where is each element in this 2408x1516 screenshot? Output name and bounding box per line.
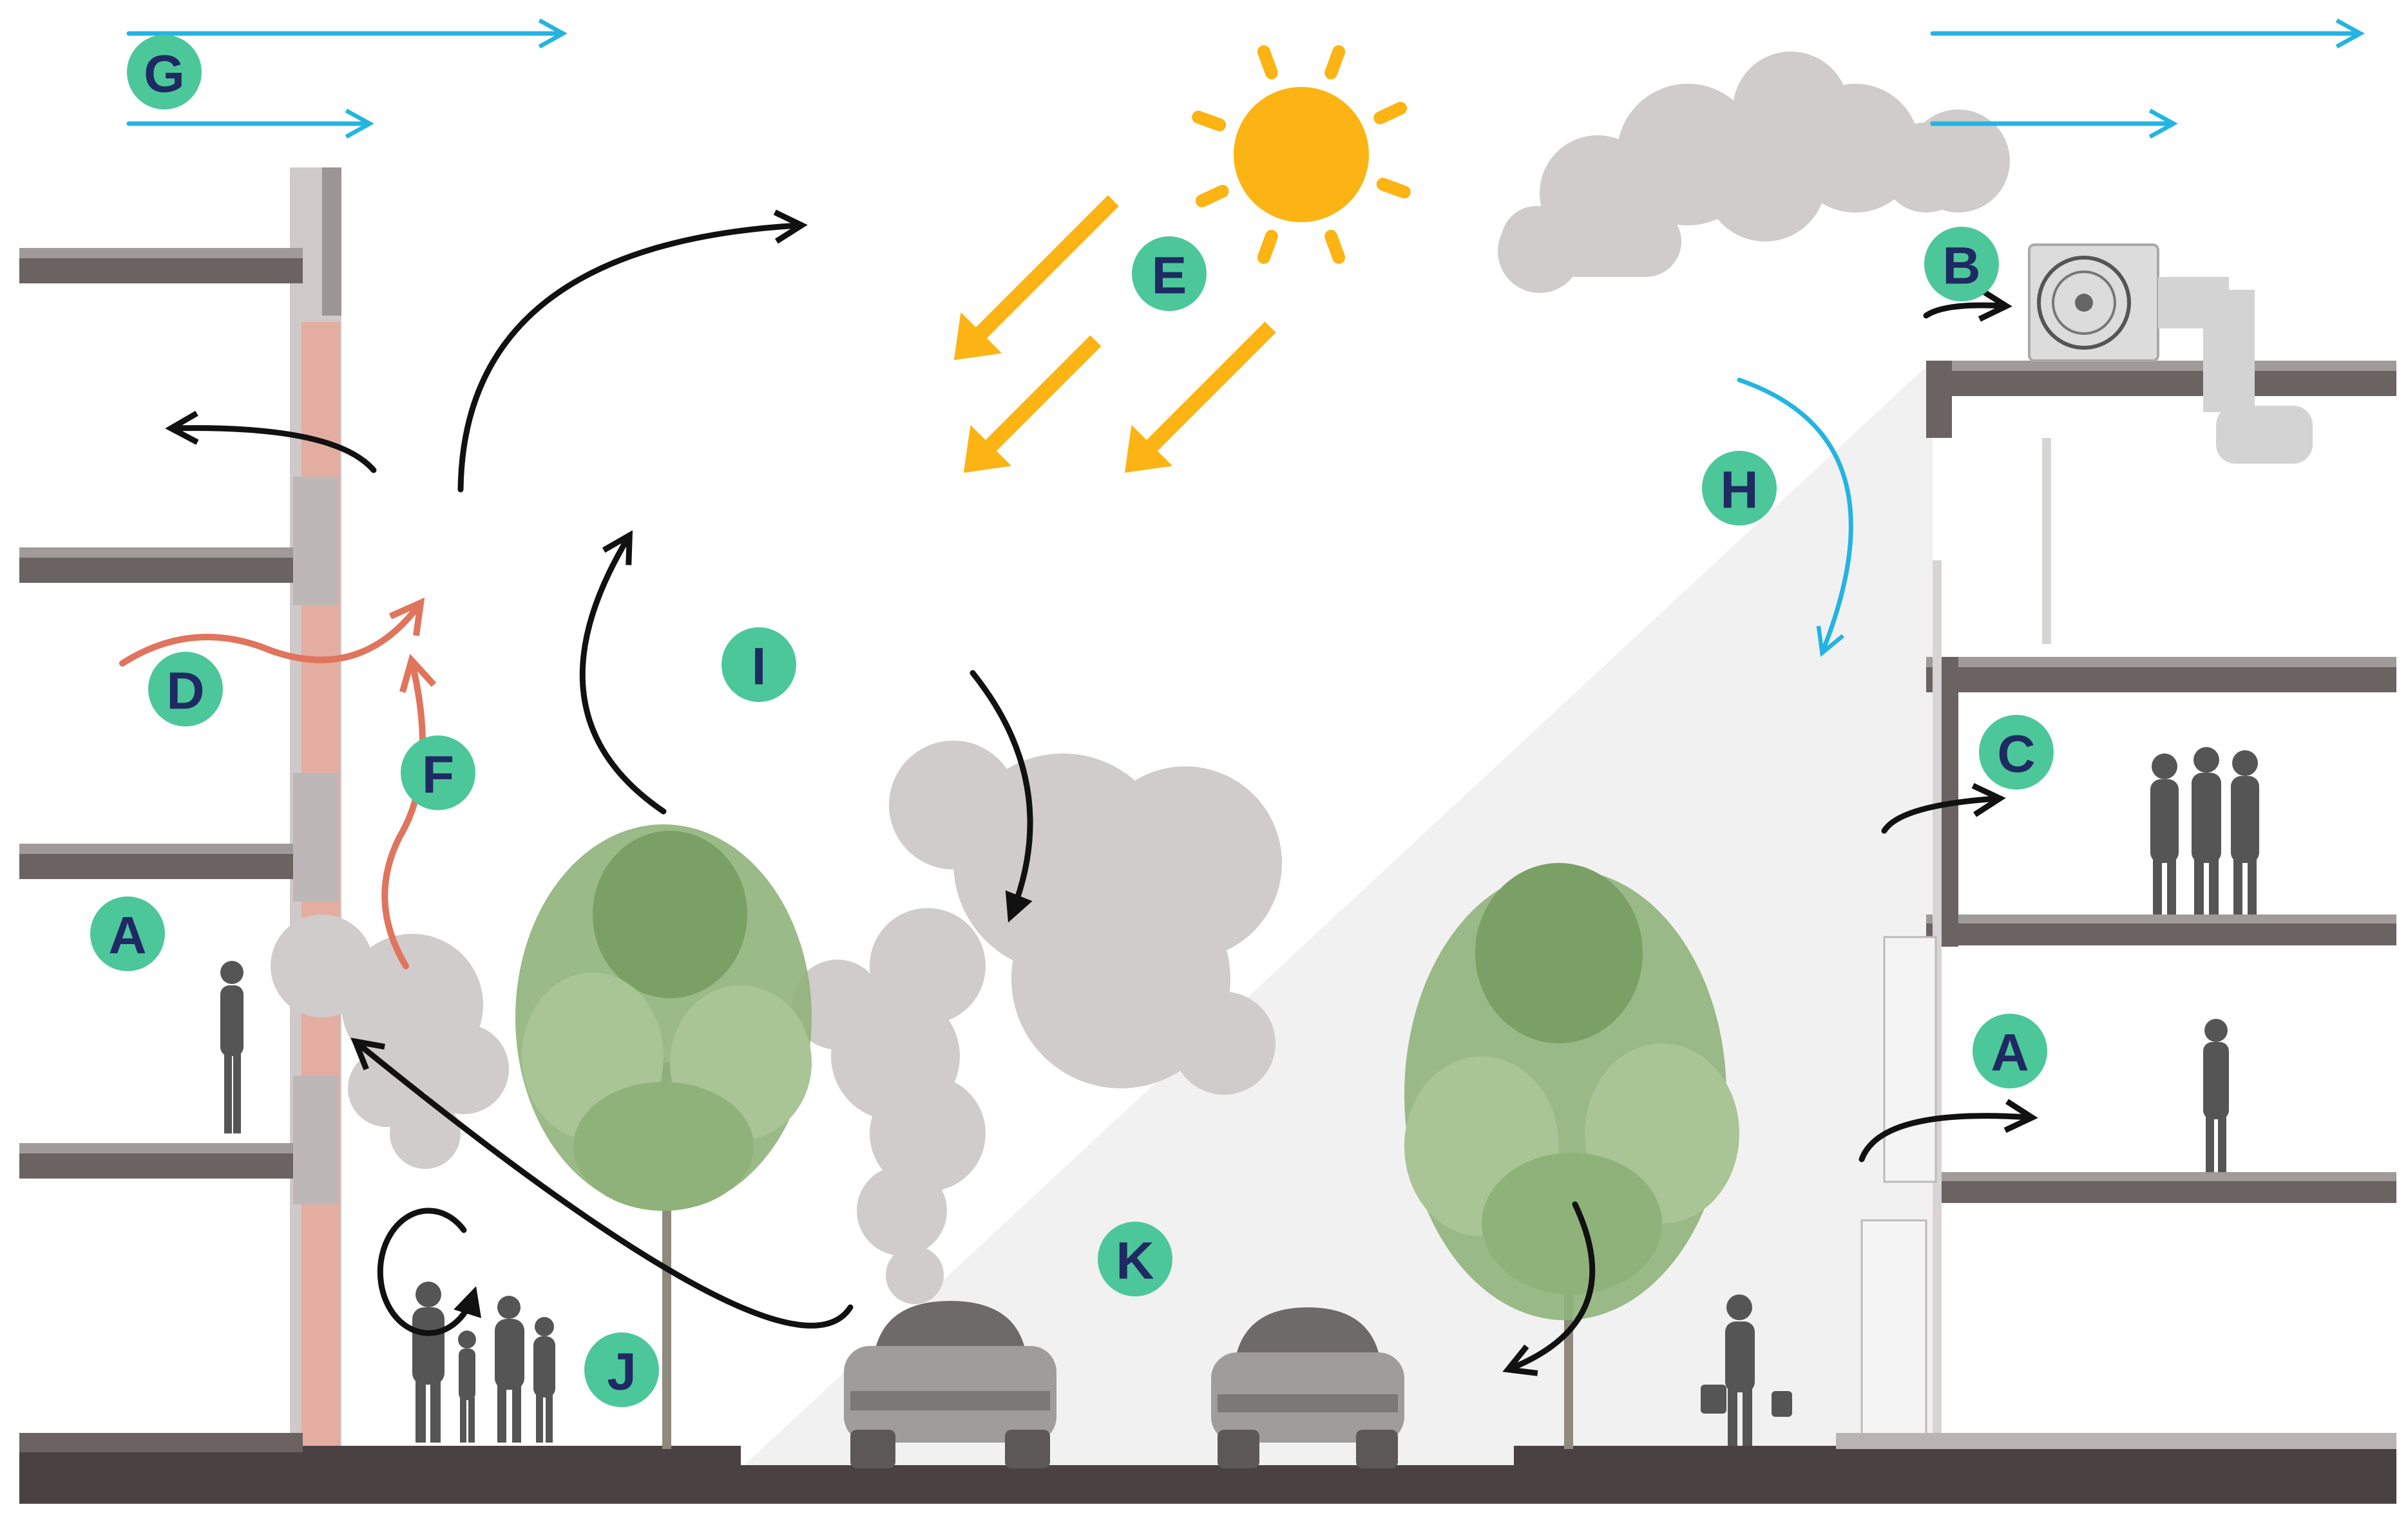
svg-text:B: B: [1942, 237, 1980, 296]
svg-text:F: F: [422, 746, 454, 804]
svg-text:G: G: [144, 45, 185, 104]
person-icon: [220, 747, 2259, 1446]
label-badge-i: I: [721, 627, 796, 702]
svg-text:J: J: [607, 1343, 636, 1401]
label-badge-j: J: [584, 1332, 659, 1407]
svg-text:E: E: [1152, 247, 1187, 305]
ac-unit-icon: [2028, 243, 2313, 464]
label-badge-c: C: [1979, 715, 2054, 790]
svg-text:A: A: [1991, 1024, 2029, 1083]
label-badge-k: K: [1098, 1222, 1172, 1296]
car-icon: [844, 1301, 1056, 1468]
pollution-cloud-sky: [1498, 52, 2010, 293]
tree-icon: [515, 824, 812, 1449]
label-badge-h: H: [1702, 451, 1777, 526]
label-badge-g: G: [127, 35, 202, 109]
label-badge-b: B: [1924, 227, 1999, 301]
svg-text:H: H: [1720, 461, 1758, 520]
tree-icon: [1404, 863, 1739, 1449]
heat-arrows: [119, 605, 423, 969]
ground: [19, 1446, 2396, 1504]
svg-text:C: C: [1997, 725, 2035, 784]
solar-radiation-arrows: [953, 195, 1276, 473]
wind-arrows: [126, 18, 2365, 658]
pollution-cloud-exhaust: [792, 741, 1282, 1304]
right-building: [1836, 361, 2396, 1449]
svg-text:I: I: [752, 638, 767, 696]
sun-icon: [1192, 45, 1411, 264]
svg-text:D: D: [166, 662, 204, 721]
label-badge-f: F: [401, 735, 475, 810]
svg-text:K: K: [1116, 1232, 1154, 1291]
left-building: [19, 167, 341, 1452]
svg-text:A: A: [108, 907, 146, 965]
car-icon: [1211, 1307, 1404, 1468]
label-badge-d: D: [148, 652, 223, 726]
airflow-arrows: [174, 225, 2029, 1369]
label-badge-e: E: [1132, 236, 1207, 311]
label-badge-a-right: A: [1973, 1014, 2047, 1088]
label-badge-a-left: A: [90, 896, 165, 971]
